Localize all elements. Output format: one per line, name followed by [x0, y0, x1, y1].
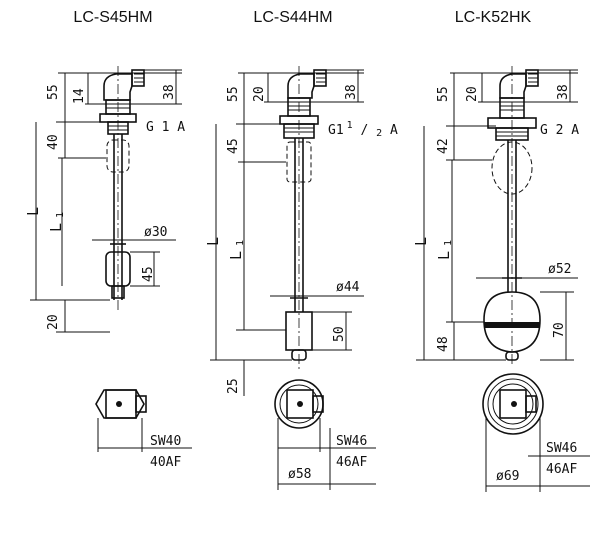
center-dot [116, 401, 122, 407]
dim-wrench-af: 40AF [150, 455, 181, 470]
dim-wrench: SW46 [546, 441, 577, 456]
dim-bottom: 25 [226, 378, 241, 394]
dim-float-diameter: ø52 [548, 262, 571, 277]
sensor-drawing-lc-k52hk: 55 20 38 G 2 A 42 L L 1 ø52 70 48 SW46 4… [412, 66, 590, 492]
top-view-lc-s45hm: SW40 40AF [95, 389, 192, 470]
sensor-drawing-lc-s45hm: 55 14 38 G 1 A 40 L L 1 ø30 45 20 SW40 4… [24, 66, 192, 470]
dim-wrench-af: 46AF [546, 462, 577, 477]
float [483, 291, 541, 353]
top-gland [135, 395, 147, 413]
dim-length1-subscript: 1 [55, 212, 66, 218]
dim-float-diameter: ø44 [336, 280, 360, 295]
dim-flange-diameter: ø69 [496, 469, 519, 484]
dim-length1: L [47, 223, 65, 232]
dim-wrench: SW46 [336, 434, 367, 449]
dim-top-total: 55 [436, 86, 451, 102]
dim-length: L [204, 237, 222, 246]
dim-length1: L [435, 251, 453, 260]
dim-wrench: SW40 [150, 434, 181, 449]
dim-length: L [412, 237, 430, 246]
dim-cable: 38 [556, 84, 571, 100]
dim-length1-subscript: 1 [235, 240, 246, 246]
dim-length1-subscript: 1 [443, 240, 454, 246]
model-title-lc-s45hm: LC-S45HM [73, 9, 152, 26]
float-upper-position [106, 139, 130, 173]
dim-bottom: 20 [46, 314, 61, 330]
stem-end [111, 285, 125, 299]
dim-upper: 40 [46, 134, 61, 150]
dim-head: 20 [465, 86, 480, 102]
dim-length1: L [227, 251, 245, 260]
top-view-lc-s44hm: SW46 46AF ø58 [274, 379, 376, 490]
dim-bottom: 48 [436, 336, 451, 352]
dim-top-total: 55 [226, 86, 241, 102]
dim-upper: 42 [436, 138, 451, 154]
dim-float-height: 45 [141, 266, 156, 282]
dim-head: 20 [252, 86, 267, 102]
connector-head [103, 73, 133, 101]
dim-wrench-af: 46AF [336, 455, 367, 470]
dim-head: 14 [72, 88, 87, 104]
model-title-lc-k52hk: LC-K52HK [455, 9, 532, 26]
dim-cable: 38 [162, 84, 177, 100]
dim-upper: 45 [226, 138, 241, 154]
dim-thread: G 1 A [146, 120, 185, 135]
dim-thread: G 2 A [540, 123, 579, 138]
dim-flange-diameter: ø58 [288, 467, 311, 482]
thread-section [107, 121, 129, 135]
dim-cable: 38 [344, 84, 359, 100]
dim-float-diameter: ø30 [144, 225, 167, 240]
dim-top-total: 55 [46, 84, 61, 100]
dim-float-height: 70 [552, 322, 567, 338]
model-title-lc-s44hm: LC-S44HM [253, 9, 332, 26]
top-view-lc-k52hk: SW46 46AF ø69 [482, 373, 590, 492]
dim-length: L [24, 207, 42, 216]
dim-float-height: 50 [332, 326, 347, 342]
